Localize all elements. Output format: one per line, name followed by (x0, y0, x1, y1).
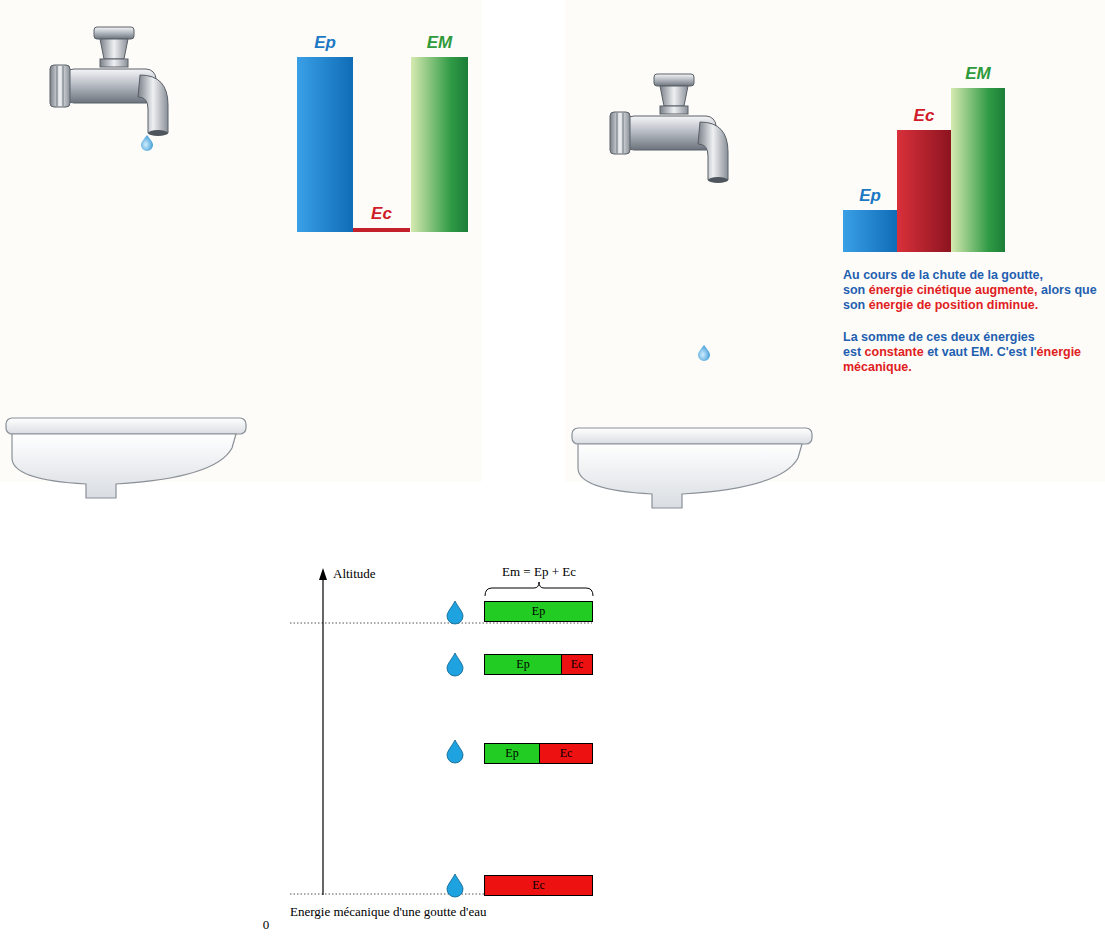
energy-segment: Ep (484, 654, 562, 675)
energy-bar: Ec (353, 228, 410, 232)
axis-label: Altitude (333, 566, 376, 582)
energy-label: Ec (371, 204, 392, 224)
energy-label: EM (427, 33, 453, 53)
energy-segment: Ec (539, 743, 593, 764)
explanation-text: C'est l' (997, 345, 1037, 359)
energy-label: EM (965, 64, 991, 84)
explanation-text: énergie de position diminue. (869, 298, 1038, 312)
text-block: Au cours de la chute de la goutte, sonén… (843, 268, 1101, 313)
energy-label: Ep (505, 746, 518, 761)
energy-bar: Ec (897, 130, 951, 252)
explanation-text: énergie cinétique augmente, (869, 283, 1038, 297)
energy-label: Ep (859, 186, 881, 206)
energy-segment: Ep (484, 743, 540, 764)
energy-segment: Ec (484, 875, 593, 896)
explanation-text: constante (865, 345, 924, 359)
energy-bar: EM (951, 88, 1005, 252)
explanation-text: et vaut EM. (927, 345, 993, 359)
energy-bar: EM (411, 57, 468, 232)
energy-segment: Ep (484, 601, 593, 622)
energy-label: Ep (532, 604, 545, 619)
energy-label: Ec (571, 657, 584, 672)
text-block: La somme de ces deux énergies estconstan… (843, 330, 1101, 375)
energy-segment: Ec (561, 654, 593, 675)
energy-label: Ec (914, 106, 935, 126)
axis-origin: 0 (263, 917, 270, 933)
energy-label: Ep (516, 657, 529, 672)
energy-label: Ec (532, 878, 545, 893)
energy-label: Ec (560, 746, 573, 761)
formula-label: Em = Ep + Ec (502, 564, 576, 580)
energy-label: Ep (314, 33, 336, 53)
energy-bar: Ep (297, 57, 353, 232)
caption: Energie mécanique d'une goutte d'eau (290, 904, 486, 920)
energy-bar: Ep (843, 210, 897, 252)
